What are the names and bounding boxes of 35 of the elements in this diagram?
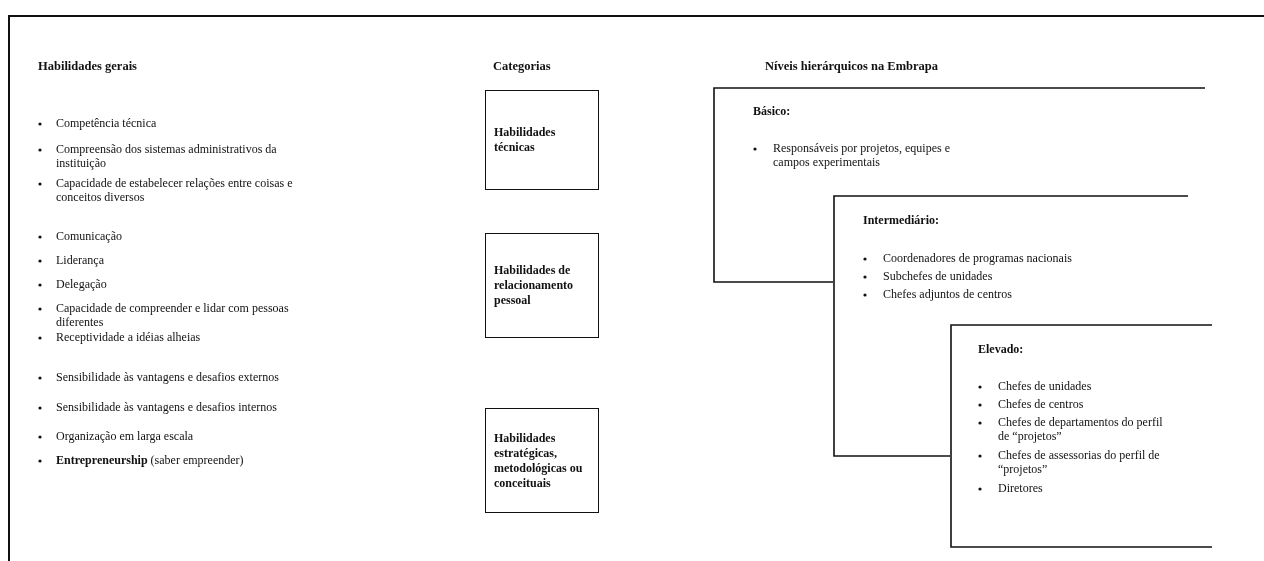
bullet-item: Delegação (56, 277, 108, 291)
bullet-item: Liderança (56, 253, 105, 267)
bullet-item: Organização em larga escala (56, 429, 195, 443)
level-box (713, 87, 1205, 283)
bullet-item: Capacidade de estabelecer relações entre coisas e conceitos diversos (56, 176, 294, 204)
bullet-item: Sensibilidade às vantagens e desafios externos (56, 370, 280, 384)
bullet-item: Responsáveis por projetos, equipes e campos experimentais (773, 141, 951, 169)
category-text: Habilidades de relacionamento pessoal (494, 263, 575, 308)
bullet-item: Chefes de unidades (998, 379, 1093, 393)
bullet-item: Coordenadores de programas nacionais (883, 251, 1073, 265)
category-text: Habilidades técnicas (494, 125, 557, 155)
bullet-item: Receptividade a idéias alheias (56, 330, 202, 344)
category-box (485, 408, 599, 513)
bullet-item: Chefes de centros (998, 397, 1085, 411)
level-heading: Intermediário: (863, 213, 939, 228)
bullet-item: Diretores (998, 481, 1044, 495)
level-heading: Elevado: (978, 342, 1024, 357)
bullet-item: Capacidade de compreender e lidar com pessoas diferentes (56, 301, 290, 329)
level-box (950, 324, 1212, 548)
bullet-item: Subchefes de unidades (883, 269, 994, 283)
category-text: Habilidades estratégicas, metodológicas ou conceituais (494, 430, 584, 491)
bullet-item: Comunicação (56, 229, 123, 243)
bullet-item: Competência técnica (56, 116, 158, 130)
bullet-item: Entrepreneurship (saber empreender) (56, 453, 245, 467)
column-heading: Habilidades gerais (38, 59, 137, 74)
bullet-item: Chefes de departamentos do perfil de “projetos” (998, 415, 1164, 443)
bullet-item: Chefes de assessorias do perfil de “projetos” (998, 448, 1161, 476)
bullet-item: Sensibilidade às vantagens e desafios internos (56, 400, 278, 414)
bullet-item: Chefes adjuntos de centros (883, 287, 1013, 301)
column-heading: Categorias (493, 59, 551, 74)
bullet-item: Compreensão dos sistemas administrativos da instituição (56, 142, 278, 170)
category-box (485, 90, 599, 190)
category-box (485, 233, 599, 338)
level-heading: Básico: (753, 104, 791, 119)
column-heading: Níveis hierárquicos na Embrapa (765, 59, 939, 74)
